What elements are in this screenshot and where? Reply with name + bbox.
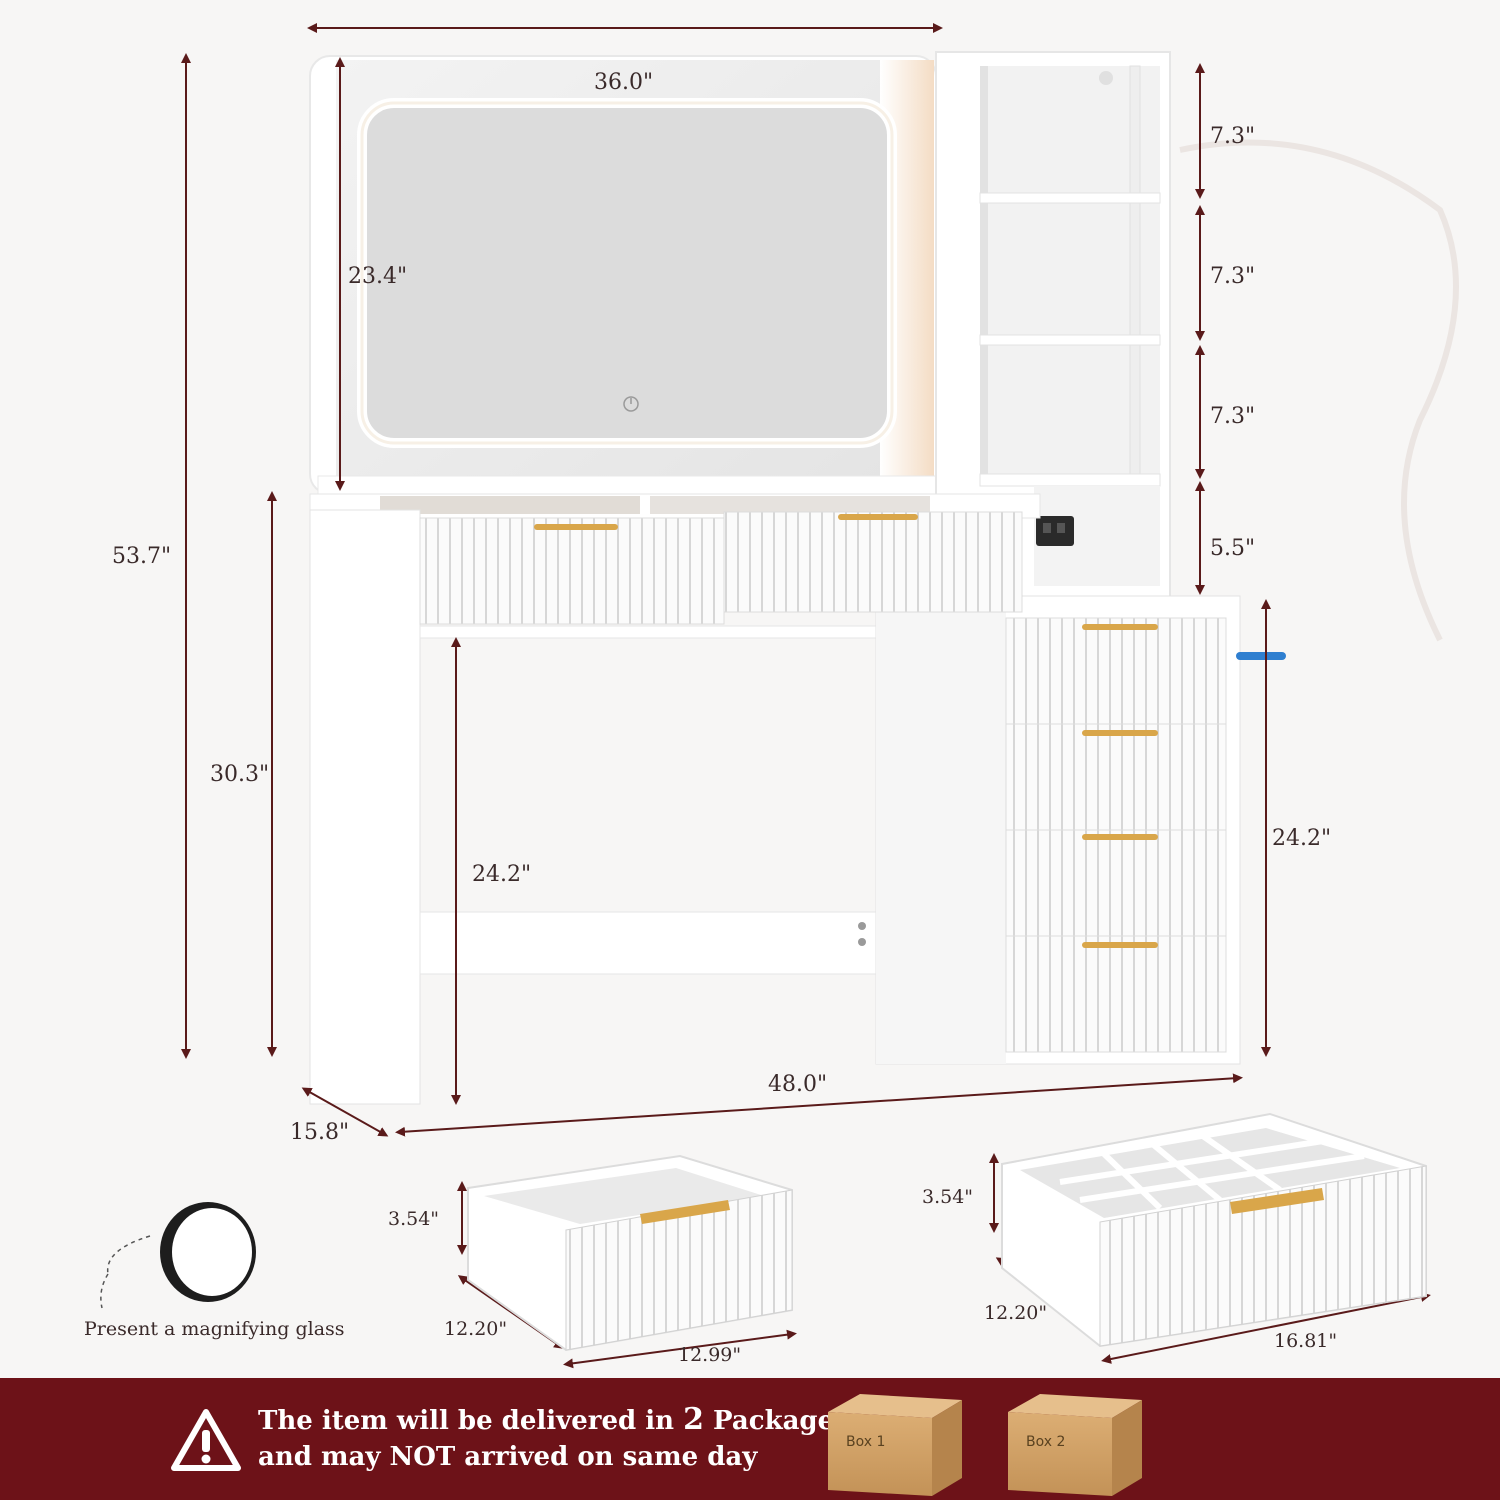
shipping-box-icon xyxy=(1008,1394,1142,1496)
top-drawer-left[interactable] xyxy=(419,517,725,625)
top-drawer-right[interactable] xyxy=(723,511,1023,613)
dim-desk-width: 48.0" xyxy=(768,1072,828,1097)
dim-shelf-2: 7.3" xyxy=(1210,264,1256,289)
led-mirror xyxy=(357,98,897,448)
delivery-banner xyxy=(0,1378,1500,1500)
notice-line-1b: Package xyxy=(703,1406,835,1436)
notice-line-1: The item will be delivered in 2 Package xyxy=(258,1402,834,1439)
notice-line-2: and may NOT arrived on same day xyxy=(258,1442,758,1472)
dim-small-drawer-depth: 12.20" xyxy=(444,1318,508,1340)
power-outlet[interactable] xyxy=(1036,516,1074,546)
power-touch-icon[interactable] xyxy=(623,396,639,412)
magnifier-caption: Present a magnifying glass xyxy=(84,1318,345,1340)
dim-desk-height: 30.3" xyxy=(210,762,270,787)
dim-large-drawer-width: 16.81" xyxy=(1274,1330,1338,1352)
dim-shelf-1: 7.3" xyxy=(1210,124,1256,149)
dimension-lines xyxy=(181,23,1431,1369)
dim-cabinet-height: 24.2" xyxy=(1272,826,1332,851)
dim-total-height: 53.7" xyxy=(112,544,172,569)
magnifying-mirror-icon xyxy=(100,1202,256,1309)
warning-icon xyxy=(171,1409,241,1471)
cabinet-drawer-3[interactable] xyxy=(1005,829,1227,937)
delivery-notice: The item will be delivered in 2 Package … xyxy=(258,1402,834,1475)
dim-knee-height: 24.2" xyxy=(472,862,532,887)
cabinet-drawer-1[interactable] xyxy=(1005,617,1227,725)
box-2-label: Box 2 xyxy=(1026,1434,1066,1450)
dim-small-drawer-width: 12.99" xyxy=(678,1344,742,1366)
mirror-hutch xyxy=(309,55,1029,497)
dim-mirror-height: 23.4" xyxy=(348,264,408,289)
dim-outlet-shelf: 5.5" xyxy=(1210,536,1256,561)
cabinet-drawer-4[interactable] xyxy=(1005,935,1227,1053)
dim-shelf-3: 7.3" xyxy=(1210,404,1256,429)
background-decor xyxy=(1179,139,1459,642)
large-drawer xyxy=(1001,1112,1427,1348)
dim-overall-width: 36.0" xyxy=(594,70,654,95)
dim-large-drawer-height: 3.54" xyxy=(922,1186,974,1208)
notice-line-1a: The item will be delivered in xyxy=(258,1406,684,1436)
small-drawer xyxy=(467,1154,793,1352)
shipping-box-icon xyxy=(828,1394,962,1496)
dim-large-drawer-depth: 12.20" xyxy=(984,1302,1048,1324)
dim-depth: 15.8" xyxy=(290,1120,350,1145)
dim-small-drawer-height: 3.54" xyxy=(388,1208,440,1230)
notice-package-count: 2 xyxy=(683,1402,704,1437)
box-1-label: Box 1 xyxy=(846,1434,886,1450)
cabinet-drawer-2[interactable] xyxy=(1005,723,1227,831)
